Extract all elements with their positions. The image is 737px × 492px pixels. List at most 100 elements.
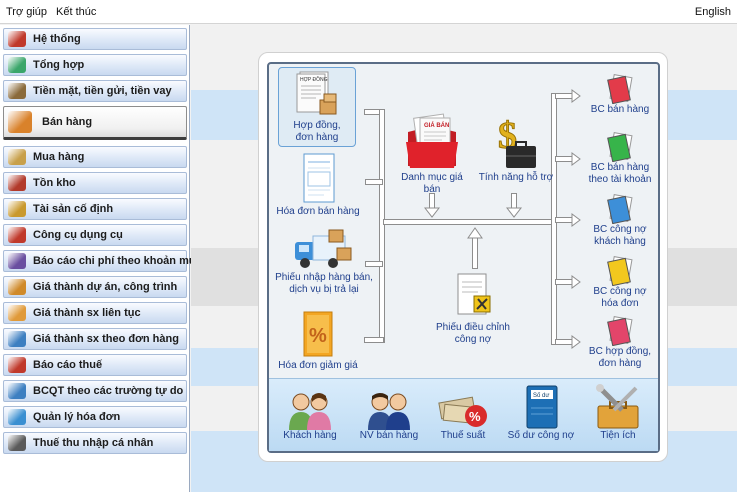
sidebar-item-12[interactable]: Giá thành sx theo đơn hàng [3,328,187,350]
support-features-item[interactable]: $ Tính năng hỗ trợ [478,112,554,184]
sidebar-item-6[interactable]: Tồn kho [3,172,187,194]
price-list-doc-title: GIÁ BÁN [424,122,449,129]
debt-balance-item[interactable]: Số dư Số dư công nợ [506,384,576,442]
sidebar-item-4[interactable]: Bán hàng [3,106,187,140]
person-icon [8,435,26,451]
sidebar-item-label: Hệ thống [33,33,81,45]
utilities-label: Tiện ích [600,430,636,441]
sidebar-item-label: Tồn kho [33,177,76,189]
debt-adjust-icon [457,273,491,315]
contract-order-item[interactable]: HỢP ĐỒNG Hợp đồng, đơn hàng [280,68,354,144]
sidebar-item-8[interactable]: Công cụ dụng cụ [3,224,187,246]
basket-icon [8,149,26,165]
building-icon [8,201,26,217]
report-red-icon [607,74,633,104]
tools-icon [8,227,26,243]
binders-icon [8,253,26,269]
discount-invoice-item[interactable]: % Hóa đơn giảm giá [278,310,358,372]
bank-icon [8,83,26,99]
sidebar-item-13[interactable]: Báo cáo thuế [3,354,187,376]
sidebar-item-10[interactable]: Giá thành dự án, công trình [3,276,187,298]
cart-icon [8,383,26,399]
salespeople-icon [368,393,410,430]
sidebar-item-label: Bán hàng [42,116,93,128]
customers-item[interactable]: Khách hàng [276,390,344,442]
report-green-icon [607,132,633,162]
report-label: BC bán hàng [590,104,650,115]
menu-exit[interactable]: Kết thúc [56,6,97,18]
menu-bar: Trợ giúp Kết thúc English [0,0,737,24]
sidebar-item-2[interactable]: Tổng hợp [3,54,187,76]
report-label: BC hợp đồng, đơn hàng [588,346,652,369]
contract-icon: HỢP ĐỒNG [296,71,337,115]
sidebar-item-1[interactable]: Hệ thống [3,28,187,50]
sidebar-item-16[interactable]: Thuế thu nhập cá nhân [3,432,187,454]
utilities-icon [596,384,639,429]
contract-order-label: Hợp đồng, đơn hàng [293,120,341,143]
percent-icon [8,357,26,373]
report-yellow-icon [607,256,633,286]
return-truck-icon [295,229,352,268]
report-item-3[interactable]: BC công nợ khách hàng [584,194,656,248]
price-list-item[interactable]: GIÁ BÁN Danh mục giá bán [392,112,472,196]
report-item-1[interactable]: BC bán hàng [584,74,656,116]
sidebar-item-label: Giá thành sx theo đơn hàng [33,333,179,345]
report-item-4[interactable]: BC công nợ hóa đơn [584,256,656,310]
sales-return-label: Phiếu nhập hàng bán, dịch vụ bị trả lại [275,272,373,295]
debt-adjust-label: Phiếu điều chỉnh công nợ [436,322,510,345]
sales-invoice-item[interactable]: Hóa đơn bán hàng [276,152,360,218]
sidebar-item-label: Mua hàng [33,151,85,163]
price-list-icon: GIÁ BÁN [406,113,458,168]
gears-icon [8,305,26,321]
report-item-2[interactable]: BC bán hàng theo tài khoản [584,132,656,186]
report-pink-icon [607,316,633,346]
sidebar-item-label: Tài sản cố định [33,203,114,215]
debt-balance-label: Số dư công nợ [507,430,575,441]
debt-adjust-item[interactable]: Phiếu điều chỉnh công nợ [430,272,516,346]
sidebar-item-label: Tiền mặt, tiền gửi, tiền vay [33,85,172,97]
sales-return-item[interactable]: Phiếu nhập hàng bán, dịch vụ bị trả lại [270,228,378,296]
report-item-5[interactable]: BC hợp đồng, đơn hàng [584,316,656,370]
sidebar-item-14[interactable]: BCQT theo các trường tự do [3,380,187,402]
price-list-label: Danh mục giá bán [401,172,463,195]
sidebar-item-label: Thuế thu nhập cá nhân [33,437,154,449]
report-label: BC công nợ hóa đơn [593,286,647,309]
tax-rate-label: Thuế suất [440,430,486,441]
sidebar-item-9[interactable]: Báo cáo chi phí theo khoản mục [3,250,202,272]
tax-rate-item[interactable]: % Thuế suất [432,390,494,442]
sidebar-item-label: Báo cáo thuế [33,359,103,371]
sidebar-item-label: Quản lý hóa đơn [33,411,121,423]
svg-text:%: % [469,409,481,424]
debt-balance-icon: Số dư [526,385,558,429]
sidebar-item-11[interactable]: Giá thành sx liên tục [3,302,187,324]
sidebar-item-label: Báo cáo chi phí theo khoản mục [33,255,202,267]
menu-help[interactable]: Trợ giúp [6,6,48,18]
sidebar-item-7[interactable]: Tài sản cố định [3,198,187,220]
sidebar-item-label: Giá thành dự án, công trình [33,281,178,293]
discount-invoice-label: Hóa đơn giảm giá [278,360,358,371]
customers-icon [289,393,331,430]
support-features-icon: $ [498,115,536,168]
calculator-icon [8,331,26,347]
sidebar-item-label: BCQT theo các trường tự do [33,385,184,397]
discount-icon: % [303,311,333,357]
sidebar-item-5[interactable]: Mua hàng [3,146,187,168]
bar-chart-icon [8,279,26,295]
sidebar-item-label: Công cụ dụng cụ [33,229,123,241]
customers-label: Khách hàng [283,430,337,441]
invoice-doc-icon [303,153,335,203]
salespeople-item[interactable]: NV bán hàng [352,390,426,442]
invoice-icon [8,409,26,425]
report-label: BC công nợ khách hàng [593,224,647,247]
summary-icon [8,57,26,73]
sidebar-item-label: Giá thành sx liên tục [33,307,141,319]
debt-balance-doc-title: Số dư [533,393,549,399]
sidebar-item-15[interactable]: Quản lý hóa đơn [3,406,187,428]
tax-rate-icon: % [438,396,487,427]
report-label: BC bán hàng theo tài khoản [588,162,652,185]
report-blue-icon [607,194,633,224]
language-switch[interactable]: English [694,6,731,18]
utilities-item[interactable]: Tiện ích [590,384,646,442]
sidebar-item-3[interactable]: Tiền mặt, tiền gửi, tiền vay [3,80,187,102]
system-icon [8,31,26,47]
